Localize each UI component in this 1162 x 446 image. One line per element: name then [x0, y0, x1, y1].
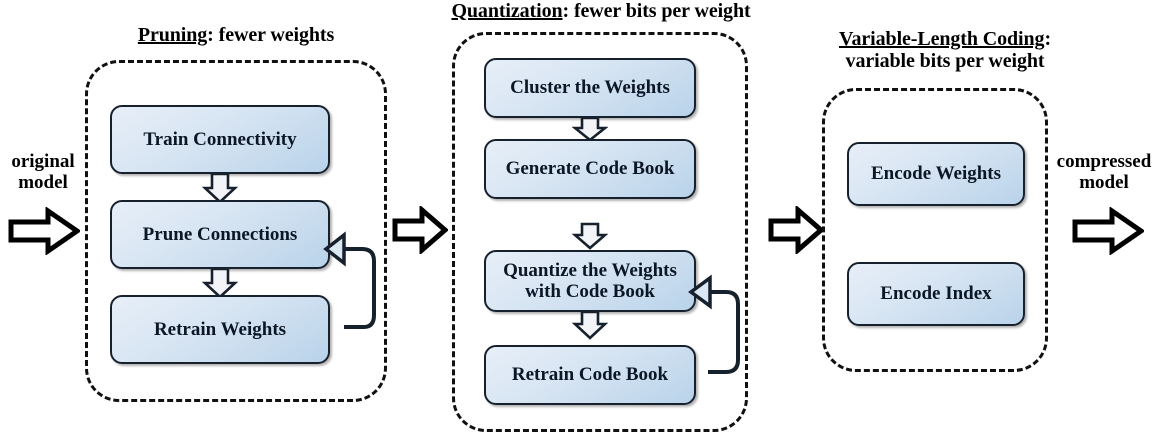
stage-coding-container [822, 88, 1048, 372]
flow-arrow-pruning-to-quantization-icon [392, 206, 448, 254]
quantization-feedback-loop-arrow-icon [688, 274, 740, 374]
flow-arrow-quantization-to-coding-icon [768, 206, 824, 254]
stage-coding-caption-line2: variable bits per weight [845, 50, 1045, 73]
output-label-line2: model [1079, 171, 1129, 193]
pruning-arrow-1-icon [202, 172, 238, 204]
input-label-line2: model [18, 171, 68, 193]
input-label-line1: original [11, 151, 75, 172]
stage-pruning-container [85, 60, 387, 402]
step-retrain-code-book-label: Retrain Code Book [511, 364, 669, 386]
step-quantize-the-weights-with-code-book[interactable]: Quantize the Weights with Code Book [484, 250, 696, 312]
quantization-arrow-3-icon [572, 310, 608, 340]
step-cluster-the-weights[interactable]: Cluster the Weights [484, 58, 696, 118]
quantization-arrow-1-icon [572, 116, 608, 142]
step-generate-code-book[interactable]: Generate Code Book [484, 139, 696, 199]
stage-coding-caption: Variable-Length Coding: variable bits pe… [800, 28, 1090, 73]
stage-coding-caption-rest: : [1044, 28, 1051, 50]
step-retrain-weights[interactable]: Retrain Weights [110, 295, 330, 364]
step-quantize-the-weights-with-code-book-label: Quantize the Weights with Code Book [503, 259, 677, 302]
step-encode-index-label: Encode Index [880, 283, 992, 305]
step-prune-connections-label: Prune Connections [142, 223, 298, 245]
stage-quantization-caption-rest: : fewer bits per weight [562, 0, 751, 22]
step-encode-weights[interactable]: Encode Weights [847, 142, 1025, 206]
stage-pruning-caption: Pruning: fewer weights [86, 24, 386, 46]
stage-quantization-caption-keyword: Quantization [451, 0, 563, 22]
quantization-arrow-2-icon [572, 222, 608, 250]
step-encode-index[interactable]: Encode Index [847, 262, 1025, 326]
step-retrain-code-book[interactable]: Retrain Code Book [484, 345, 696, 405]
pruning-feedback-loop-arrow-icon [323, 231, 376, 329]
stage-pruning-caption-keyword: Pruning [137, 24, 208, 46]
step-retrain-weights-label: Retrain Weights [153, 318, 287, 340]
output-label: compressed model [1046, 151, 1162, 194]
input-flow-arrow-icon [8, 207, 80, 255]
step-prune-connections[interactable]: Prune Connections [110, 200, 330, 269]
step-encode-weights-label: Encode Weights [870, 163, 1002, 185]
step-train-connectivity[interactable]: Train Connectivity [110, 105, 330, 174]
step-generate-code-book-label: Generate Code Book [505, 158, 675, 180]
input-label: original model [0, 151, 86, 194]
step-train-connectivity-label: Train Connectivity [143, 128, 297, 150]
output-label-line1: compressed [1056, 151, 1152, 172]
stage-quantization-container [452, 32, 748, 432]
stage-coding-caption-keyword: Variable-Length Coding [839, 28, 1045, 50]
pruning-arrow-2-icon [202, 267, 238, 299]
stage-quantization-caption: Quantization: fewer bits per weight [440, 0, 762, 22]
stage-pruning-caption-rest: : fewer weights [207, 24, 335, 46]
step-cluster-the-weights-label: Cluster the Weights [510, 77, 670, 99]
output-flow-arrow-icon [1072, 207, 1144, 255]
